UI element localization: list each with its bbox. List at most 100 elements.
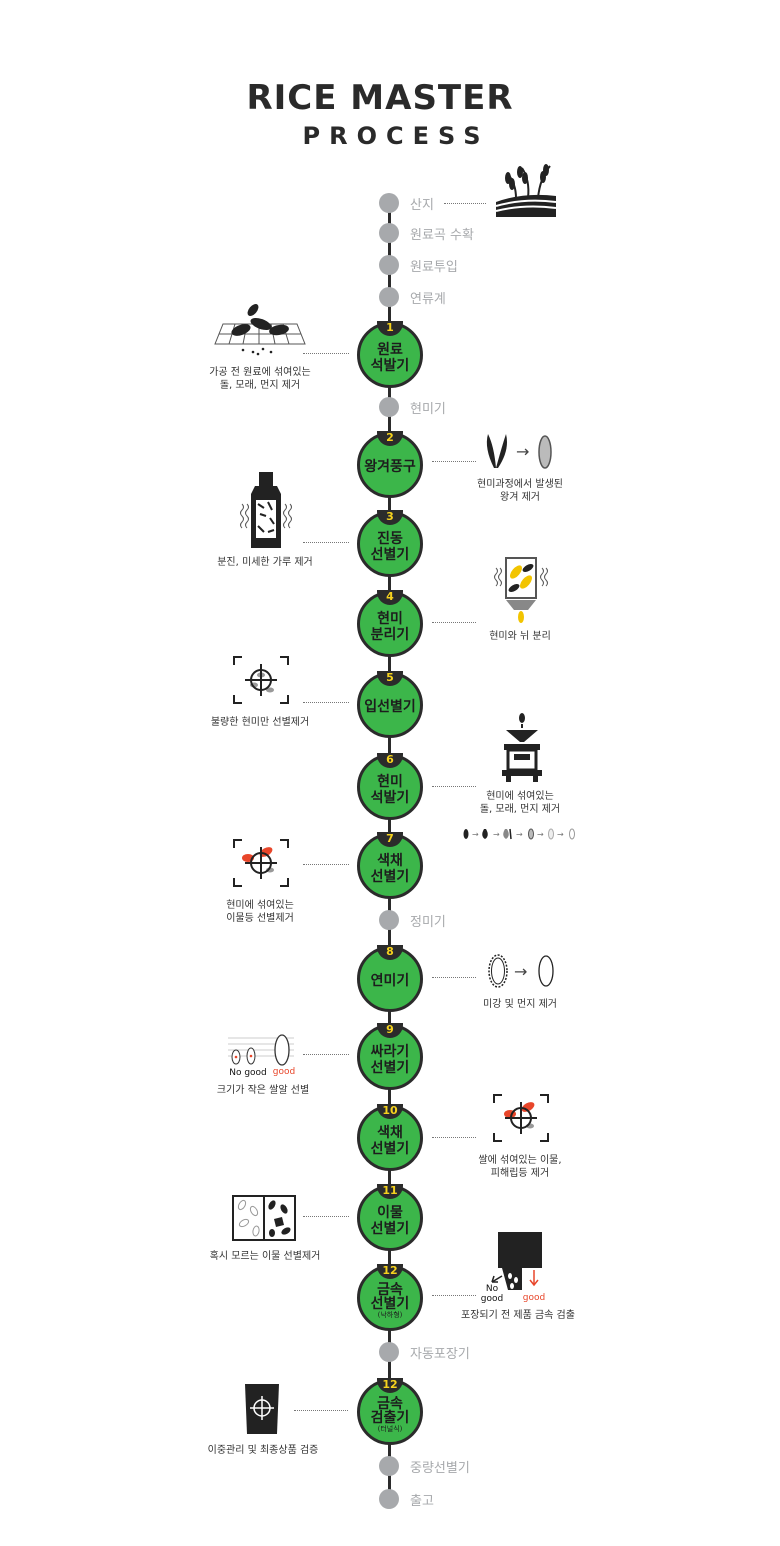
- step-label: 입선별기: [364, 699, 416, 715]
- stage-label-shipping: 출고: [410, 1494, 434, 1509]
- stage-label-polisher: 정미기: [410, 915, 446, 930]
- leader-line: [303, 1216, 349, 1217]
- page-subtitle: PROCESS: [302, 122, 490, 150]
- good-label: good: [522, 1293, 546, 1303]
- svg-text:→: →: [493, 830, 500, 839]
- leader-line: [303, 864, 349, 865]
- stage-dot-packer: [379, 1342, 399, 1362]
- step-number: 11: [377, 1184, 403, 1199]
- step-label: 원료 석발기: [370, 342, 410, 374]
- leader-line: [444, 203, 486, 204]
- stage-dot-weight-sorter: [379, 1456, 399, 1476]
- step-10-caption: 쌀에 섞여있는 이물, 피해립등 제거: [478, 1155, 562, 1179]
- step-number: 7: [377, 832, 403, 847]
- step-11-node: 11 이물 선별기: [357, 1184, 423, 1251]
- leader-line: [294, 1410, 348, 1411]
- step-label: 색채 선별기: [370, 1125, 410, 1157]
- step-4-node: 4 현미 분리기: [357, 590, 423, 657]
- step-3-node: 3 진동 선별기: [357, 510, 423, 577]
- step-number: 8: [377, 945, 403, 960]
- stage-dot-polisher: [379, 910, 399, 930]
- step-7-caption: 현미에 섞여있는 이물등 선별제거: [226, 900, 294, 924]
- step-6-caption: 현미에 섞여있는 돌, 모래, 먼지 제거: [479, 791, 561, 815]
- step-8-node: 8 연미기: [357, 945, 423, 1012]
- svg-text:→: →: [516, 830, 523, 839]
- brown-rice-separator-icon: [494, 557, 548, 623]
- stage-dot-shipping: [379, 1489, 399, 1509]
- stage-label-input: 원료투입: [410, 260, 458, 275]
- step-12-tunnel-caption: 이중관리 및 최종상품 검증: [207, 1445, 319, 1456]
- step-number: 12: [377, 1378, 403, 1393]
- step-2-node: 2 왕겨풍구: [357, 431, 423, 498]
- step-number: 9: [377, 1023, 403, 1038]
- color-sorter-2-icon: [493, 1094, 549, 1142]
- step-number: 2: [377, 431, 403, 446]
- step-7-node: 7 색채 선별기: [357, 832, 423, 899]
- leader-line: [303, 542, 349, 543]
- step-label: 색채 선별기: [370, 853, 410, 885]
- step-12-drop-node: 12 금속 선별기 (낙하형): [357, 1264, 423, 1331]
- step-4-caption: 현미와 뉘 분리: [489, 631, 551, 642]
- leader-line: [432, 786, 476, 787]
- step-number: 6: [377, 753, 403, 768]
- step-label: 현미 분리기: [370, 611, 410, 643]
- vibration-sieve-icon: [240, 472, 292, 548]
- leader-line: [303, 702, 349, 703]
- polishing-icon: →: [488, 954, 554, 988]
- final-inspection-bag-icon: [245, 1384, 279, 1434]
- stage-dot-origin: [379, 193, 399, 213]
- leader-line: [432, 1137, 476, 1138]
- stage-label-harvest: 원료곡 수확: [410, 228, 474, 243]
- stage-label-weigh: 연류계: [410, 292, 446, 307]
- svg-text:→: →: [472, 830, 479, 839]
- stage-label-packer: 자동포장기: [410, 1347, 470, 1362]
- leader-line: [432, 977, 476, 978]
- stage-dot-harvest: [379, 223, 399, 243]
- step-5-caption: 불량한 현미만 선별제거: [210, 717, 310, 728]
- good-label: good: [272, 1067, 296, 1077]
- stage-label-huller: 현미기: [410, 402, 446, 417]
- stage-label-weight-sorter: 중량선별기: [410, 1461, 470, 1476]
- svg-text:→: →: [537, 830, 544, 839]
- step-3-caption: 분진, 미세한 가루 제거: [217, 557, 313, 568]
- color-sorter-icon: [233, 839, 289, 887]
- step-label: 이물 선별기: [370, 1205, 410, 1237]
- step-label: 금속 선별기: [370, 1282, 410, 1312]
- step-10-node: 10 색채 선별기: [357, 1104, 423, 1171]
- step-5-node: 5 입선별기: [357, 671, 423, 738]
- step-number: 1: [377, 321, 403, 336]
- leader-line: [432, 461, 476, 462]
- step-12-drop-caption: 포장되기 전 제품 금속 검출: [461, 1310, 575, 1321]
- target-sorting-icon: [233, 656, 289, 704]
- rice-field-icon: [495, 164, 557, 217]
- step-number: 4: [377, 590, 403, 605]
- stage-dot-input: [379, 255, 399, 275]
- step-8-caption: 미강 및 먼지 제거: [483, 999, 557, 1010]
- svg-text:→: →: [557, 830, 564, 839]
- stage-dot-weigh: [379, 287, 399, 307]
- no-good-label: No good: [480, 1284, 504, 1304]
- step-12-tunnel-node: 12 금속 검출기 (터널식): [357, 1378, 423, 1445]
- grain-polishing-sequence-icon: → → → → →: [463, 828, 575, 840]
- leader-line: [432, 1295, 476, 1296]
- stage-dot-huller: [379, 397, 399, 417]
- destoner-icon: [502, 713, 542, 782]
- step-number: 12: [377, 1264, 403, 1279]
- step-6-node: 6 현미 석발기: [357, 753, 423, 820]
- leader-line: [303, 353, 349, 354]
- step-label: 연미기: [370, 973, 410, 989]
- leader-line: [432, 622, 476, 623]
- metal-detector-drop-icon: [491, 1232, 542, 1290]
- step-1-caption: 가공 전 원료에 섞여있는 돌, 모래, 먼지 제거: [209, 367, 311, 391]
- svg-text:→: →: [516, 442, 529, 461]
- step-sublabel: (터널식): [377, 1425, 403, 1433]
- husk-removal-icon: →: [486, 434, 552, 469]
- step-2-caption: 현미과정에서 발생된 왕겨 제거: [477, 479, 563, 503]
- leader-line: [303, 1054, 349, 1055]
- step-label: 싸라기 선별기: [370, 1044, 410, 1076]
- step-label: 진동 선별기: [370, 531, 410, 563]
- step-sublabel: (낙하형): [377, 1311, 403, 1319]
- step-label: 현미 석발기: [370, 774, 410, 806]
- step-9-caption: 크기가 작은 쌀알 선별: [216, 1085, 310, 1096]
- step-1-node: 1 원료 석발기: [357, 321, 423, 388]
